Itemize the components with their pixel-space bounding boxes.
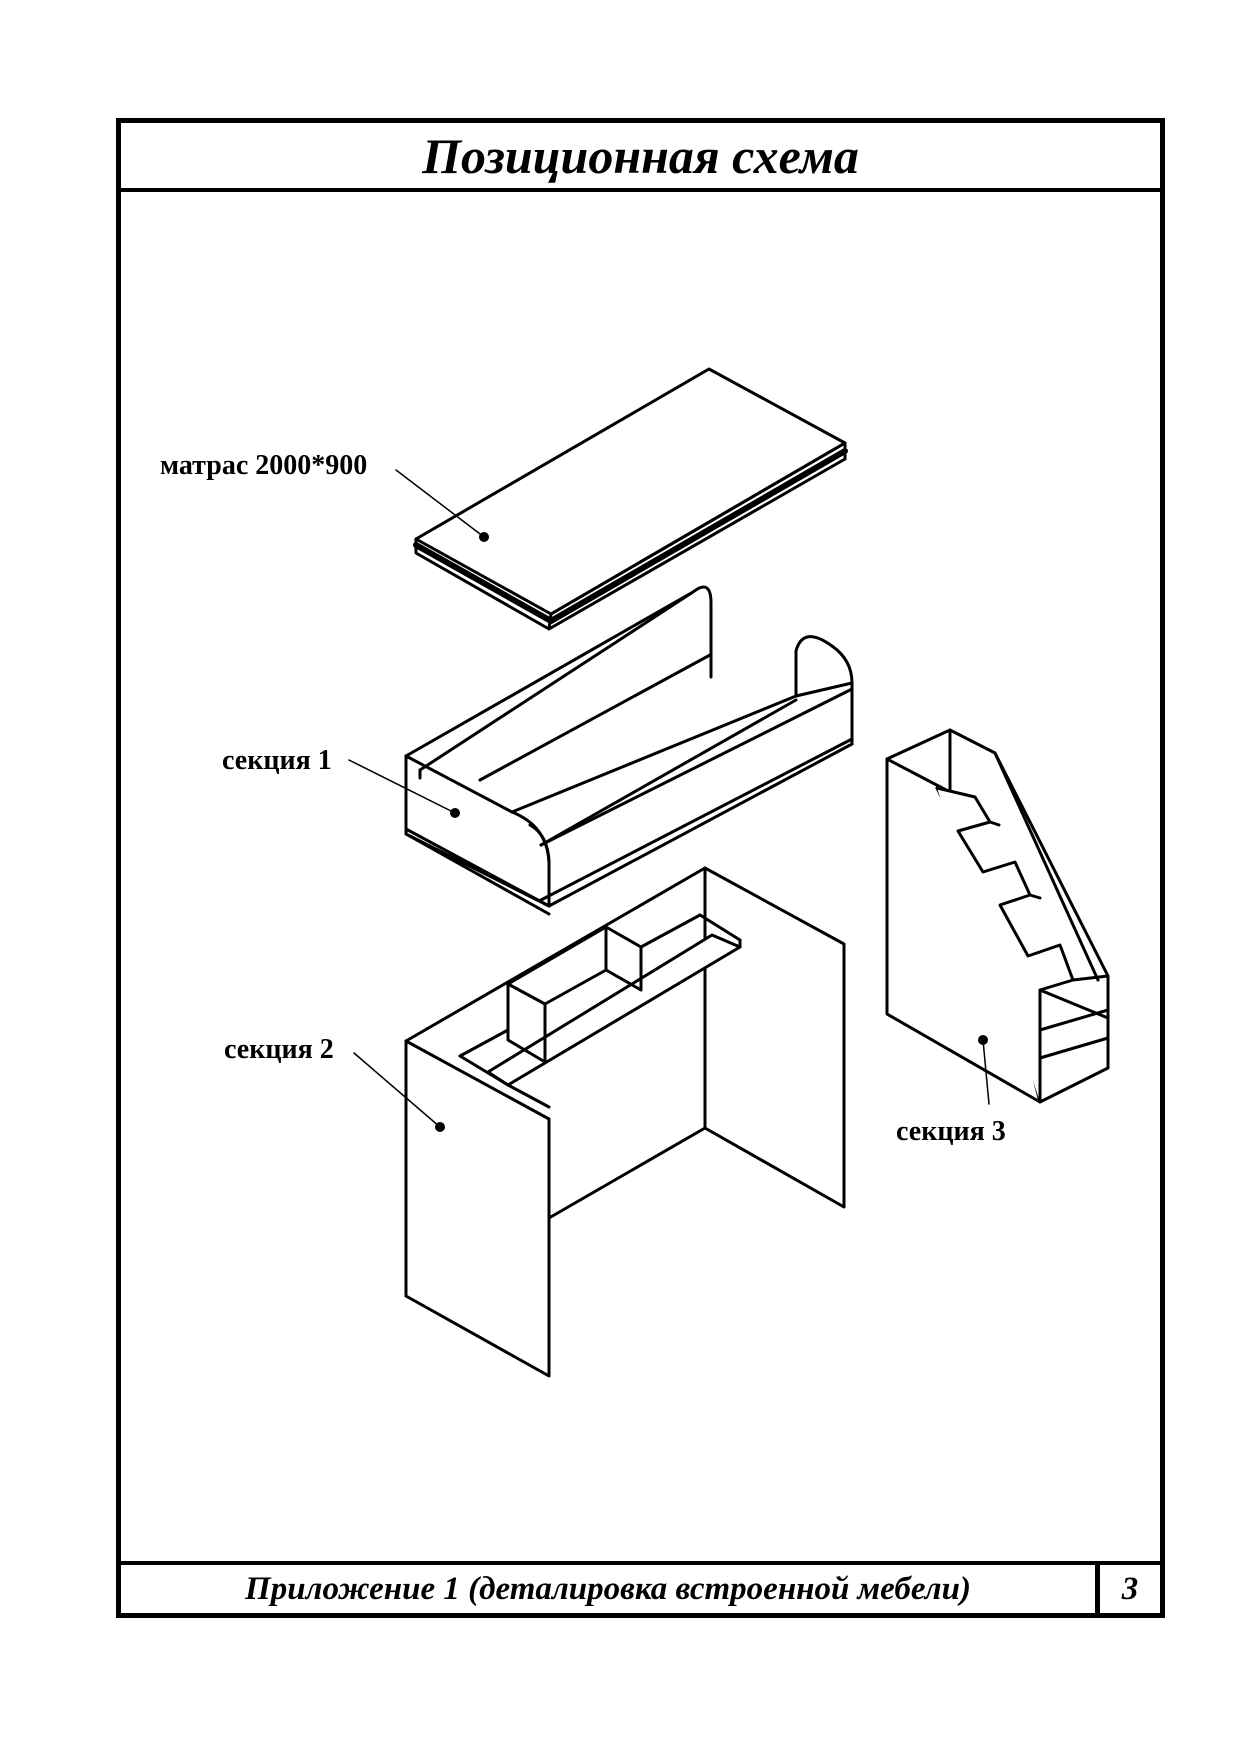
leader-lines: [348, 469, 990, 1128]
section-1-part: [404, 585, 854, 916]
footer-caption: Приложение 1 (деталировка встроенной меб…: [245, 1570, 971, 1607]
section-3-part: [885, 728, 1110, 1104]
mattress-part: [413, 367, 848, 631]
label-section-1: секция 1: [222, 745, 332, 776]
title-bar: Позиционная схема: [121, 123, 1160, 192]
label-section-2: секция 2: [224, 1034, 334, 1065]
leader-dots: [435, 532, 988, 1132]
footer-bar: Приложение 1 (деталировка встроенной меб…: [121, 1561, 1160, 1613]
label-section-3: секция 3: [896, 1116, 1006, 1147]
section-2-part: [404, 866, 846, 1378]
page-frame: Позиционная схема Приложение 1 (деталиро…: [116, 118, 1165, 1618]
page-title: Позиционная схема: [422, 127, 859, 184]
page-number: 3: [1095, 1565, 1160, 1613]
label-mattress: матрас 2000*900: [160, 450, 368, 481]
